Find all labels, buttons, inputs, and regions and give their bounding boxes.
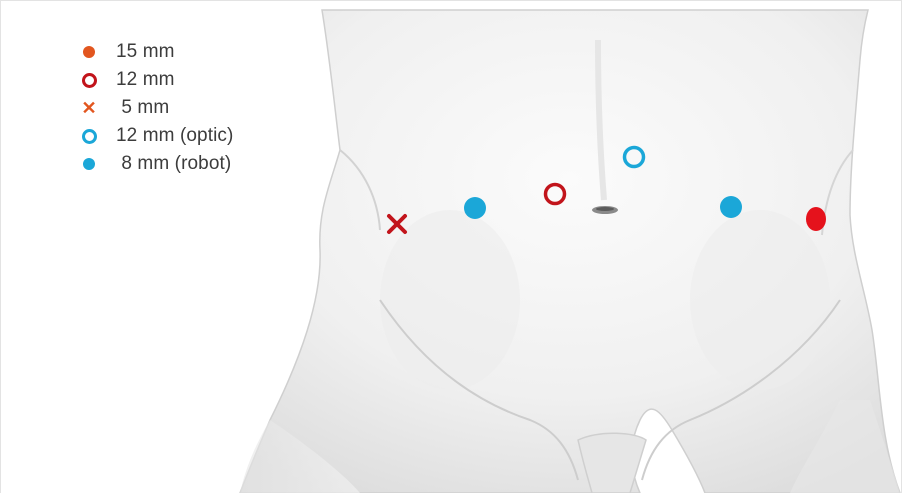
port-12mm-marker [546, 185, 565, 204]
port-robot-marker-left [464, 197, 486, 219]
port-5mm-marker [389, 216, 405, 232]
port-robot-marker-right [720, 196, 742, 218]
port-optic-marker [625, 148, 644, 167]
port-15mm-marker [806, 207, 826, 231]
